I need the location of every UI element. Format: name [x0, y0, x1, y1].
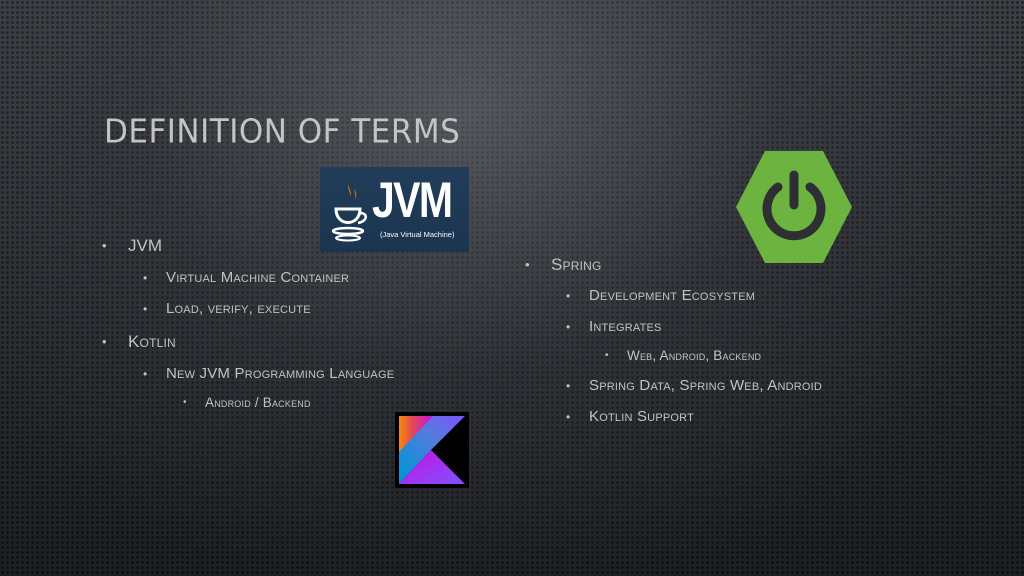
bullet-icon: • — [566, 410, 571, 424]
list-item: • Android / Backend — [183, 395, 311, 410]
kotlin-logo-icon — [395, 412, 469, 488]
list-item-text: Spring Data, Spring Web, Android — [589, 377, 823, 394]
slide-title: DEFINITION OF TERMS — [104, 113, 461, 151]
list-item-text: Development Ecosystem — [589, 287, 756, 304]
list-item: • JVM — [102, 236, 162, 256]
bullet-icon: • — [183, 397, 187, 408]
list-item: • Web, Android, Backend — [605, 348, 762, 363]
bullet-icon: • — [566, 289, 571, 303]
java-cup-icon — [331, 179, 367, 242]
list-item-text: New JVM Programming Language — [166, 365, 395, 382]
list-item: • Load, verify, execute — [143, 300, 311, 317]
jvm-logo: JVM (Java Virtual Machine) — [320, 167, 469, 252]
spring-power-icon — [736, 151, 852, 263]
list-item: • Spring Data, Spring Web, Android — [566, 377, 823, 394]
list-item: • New JVM Programming Language — [143, 365, 395, 382]
list-item: • Development Ecosystem — [566, 287, 756, 304]
bullet-icon: • — [102, 238, 107, 253]
list-item: • Virtual Machine Container — [143, 269, 350, 286]
kotlin-logo — [395, 412, 469, 488]
bullet-icon: • — [143, 367, 148, 381]
list-item: • Kotlin Support — [566, 408, 695, 425]
list-item: • Integrates — [566, 318, 662, 335]
jvm-logo-subtitle: (Java Virtual Machine) — [380, 230, 455, 239]
bullet-icon: • — [605, 350, 609, 361]
bullet-icon: • — [566, 379, 571, 393]
list-item-text: Integrates — [589, 318, 662, 335]
bullet-icon: • — [566, 320, 571, 334]
list-item-text: Spring — [551, 255, 602, 274]
list-item-text: Kotlin — [128, 332, 176, 351]
bullet-icon: • — [143, 302, 148, 316]
list-item-text: Android / Backend — [205, 395, 311, 410]
bullet-icon: • — [102, 334, 107, 349]
bullet-icon: • — [143, 271, 148, 285]
bullet-icon: • — [525, 257, 530, 272]
list-item-text: Kotlin Support — [589, 408, 695, 425]
list-item-text: Load, verify, execute — [166, 300, 311, 317]
list-item-text: JVM — [128, 236, 162, 255]
jvm-logo-word: JVM — [372, 172, 453, 228]
list-item: • Kotlin — [102, 332, 176, 352]
list-item: • Spring — [525, 255, 602, 275]
list-item-text: Web, Android, Backend — [627, 348, 762, 363]
list-item-text: Virtual Machine Container — [166, 269, 350, 286]
